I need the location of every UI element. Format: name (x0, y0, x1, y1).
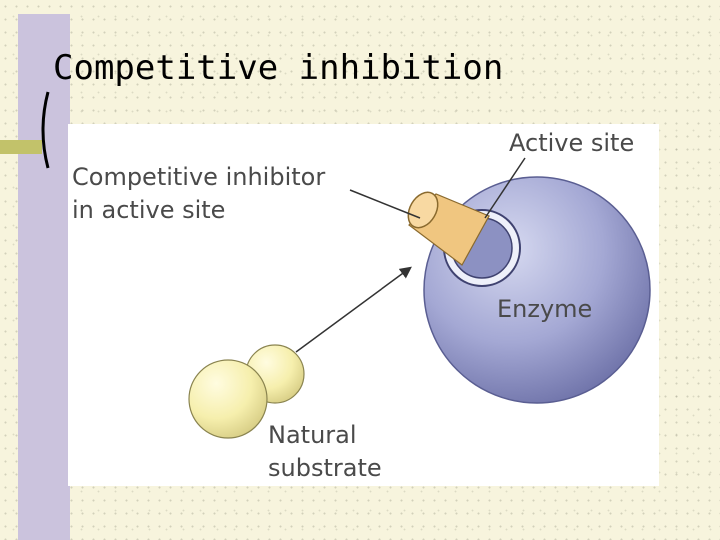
inhibitor-label-line1: Competitive inhibitor (72, 163, 325, 191)
natural-substrate-molecule (188, 344, 305, 439)
active-site-pointer-line (484, 157, 526, 219)
slide-title: Competitive inhibition (53, 48, 504, 88)
inhibitor-pointer-line (349, 189, 421, 219)
substrate-to-enzyme-arrow (295, 266, 412, 353)
inhibitor-label-line2: in active site (72, 196, 225, 224)
inhibitor-cylinder (407, 191, 490, 266)
active-site-label: Active site (509, 129, 634, 157)
substrate-label-line2: substrate (268, 454, 382, 482)
accent-line (0, 140, 42, 154)
bracket-decoration (41, 91, 50, 169)
enzyme-label: Enzyme (497, 295, 592, 323)
substrate-label-line1: Natural (268, 421, 357, 449)
sidebar-decoration (18, 14, 70, 540)
